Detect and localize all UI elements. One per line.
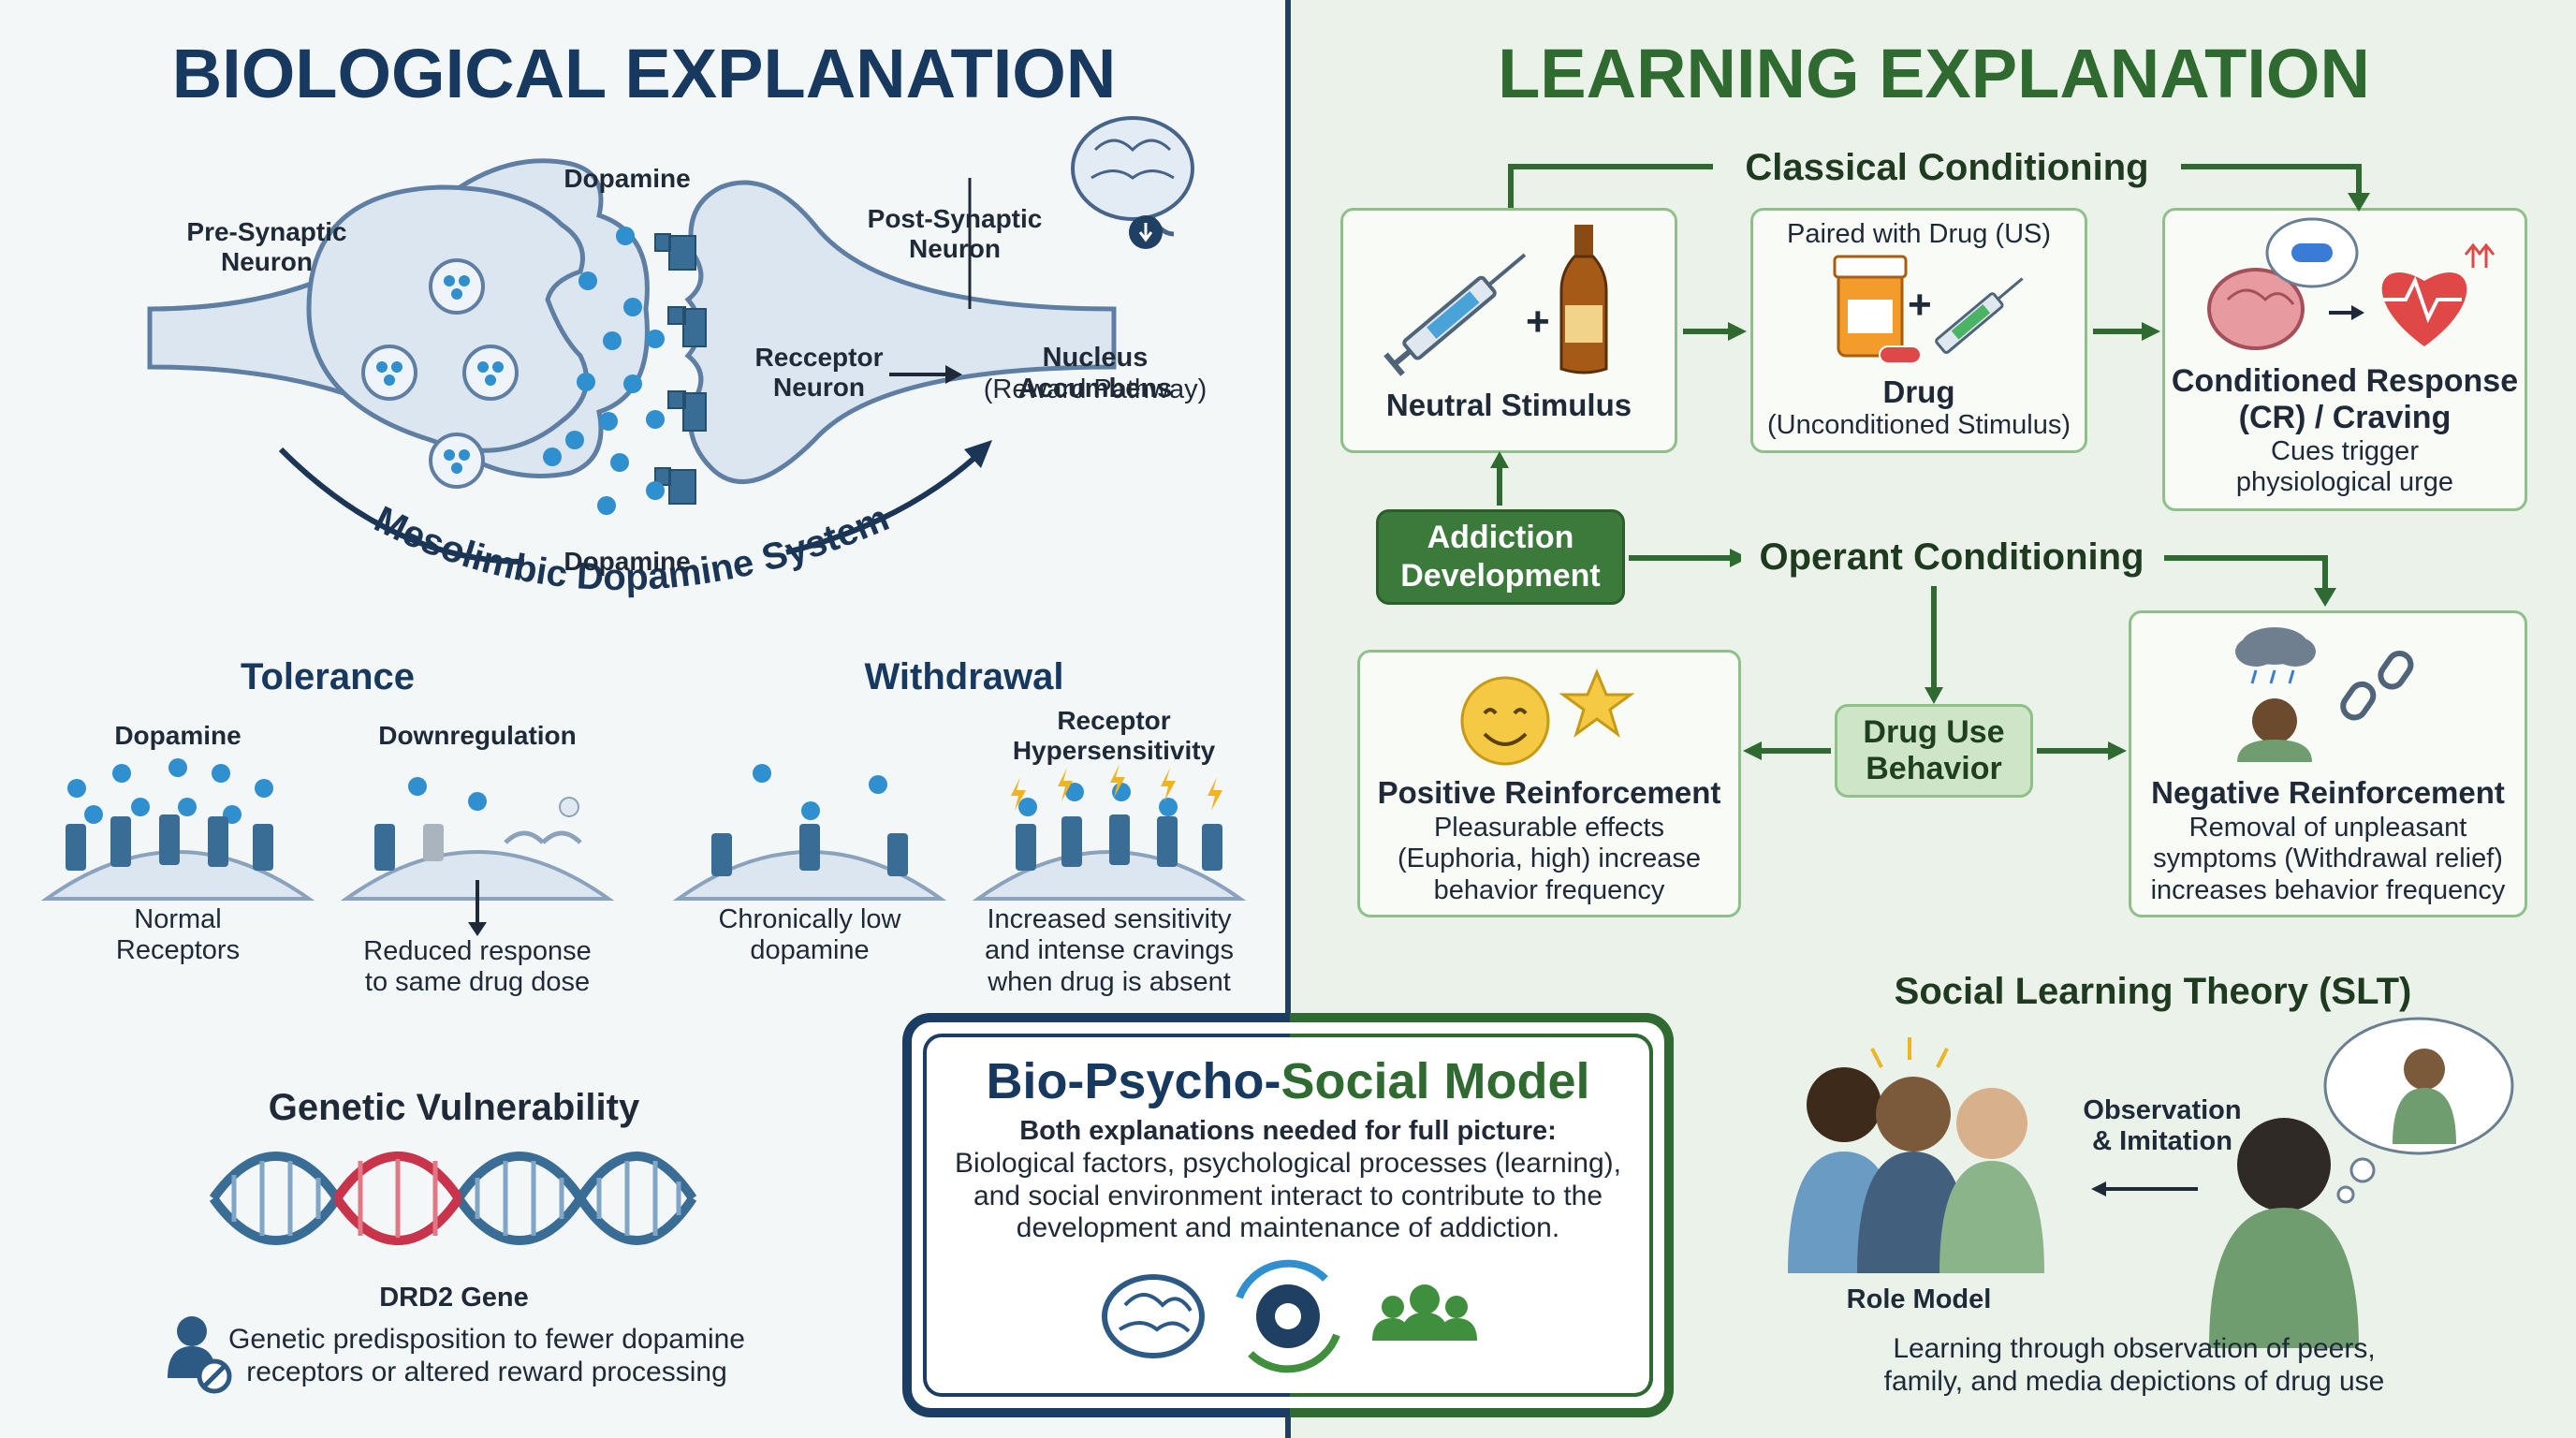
bio-psycho-social-subtitle: Both explanations needed for full pictur… (1019, 1116, 1557, 1146)
bio-psycho-social-box (902, 1013, 1674, 1417)
observer-icon (2209, 1017, 2514, 1348)
receptors (654, 233, 707, 505)
rain-cloud-icon (2235, 627, 2316, 684)
drug-label: Drug (1882, 374, 1955, 409)
neutral-stimulus-box (1340, 208, 1677, 453)
synapse-diagram: Mesolimbic Dopamine System (147, 116, 1194, 598)
negative-reinforcement-label: Negative Reinforcement (2151, 775, 2505, 810)
smiley-icon (1460, 676, 1550, 766)
neutral-stimulus-label: Neutral Stimulus (1385, 388, 1632, 422)
observation-imitation-label: Observation & Imitation (2083, 1095, 2242, 1157)
dopamine-top-label: Dopamine (564, 164, 691, 193)
slt-title: Social Learning Theory (SLT) (1894, 971, 2412, 1012)
downregulation-label: Downregulation (378, 721, 577, 750)
syringe-small-icon (1935, 277, 2024, 355)
dopamine-molecules (543, 227, 665, 515)
paired-with-drug-label: Paired with Drug (US) (1786, 219, 2052, 249)
svg-text:+: + (1908, 282, 1932, 328)
drug-use-behavior-node: Drug Use Behavior (1835, 704, 2033, 798)
reduced-response-caption: Reduced response to same drug dose (363, 936, 592, 998)
nucleus-accumbens-label: Nucleus Accumbens (1017, 343, 1173, 404)
syringe-icon (1383, 253, 1527, 376)
peer-group-icon (1788, 1037, 2044, 1273)
bio-psycho-social-body: Biological factors, psychological proces… (954, 1148, 1621, 1243)
pill-bottle-icon (1833, 255, 1922, 364)
sad-person-icon (2237, 698, 2312, 762)
brain-craving-icon (2207, 268, 2305, 350)
learning-title: LEARNING EXPLANATION (1498, 35, 2370, 112)
negative-reinforcement-desc: Removal of unpleasant symptoms (Withdraw… (2150, 813, 2506, 905)
positive-reinforcement-desc: Pleasurable effects (Euphoria, high) inc… (1397, 813, 1701, 905)
chronically-low-caption: Chronically low dopamine (718, 904, 901, 966)
genetic-title: Genetic Vulnerability (268, 1087, 640, 1128)
drd2-gene-label: DRD2 Gene (379, 1283, 529, 1313)
svg-text:+: + (1526, 299, 1550, 345)
dopamine-bottom-label: Dopamine (564, 547, 691, 576)
people-group-icon (1372, 1284, 1477, 1341)
bio-psycho-social-title: Bio-Psycho-Social Model (986, 1053, 1590, 1109)
slt-description: Learning through observation of peers, f… (1883, 1333, 2385, 1397)
beer-bottle-icon (1559, 225, 1608, 374)
brain-icon (1071, 116, 1194, 249)
reward-pathway-label: (Reward Pathway) (983, 374, 1208, 404)
operant-conditioning-title: Operant Conditioning (1741, 536, 2162, 579)
receptor-panels (40, 758, 1247, 936)
genetic-description: Genetic predisposition to fewer dopamine… (228, 1324, 745, 1387)
tolerance-dopamine-label: Dopamine (114, 721, 242, 750)
pre-synaptic-label: Pre-Synaptic Neuron (186, 217, 347, 277)
hypersensitivity-label: Receptor Hypersensitivity (1012, 706, 1216, 766)
conditioned-response-label: Conditioned Response (CR) / Craving (2171, 363, 2519, 436)
unconditioned-stimulus-label: (Unconditioned Stimulus) (1767, 410, 2071, 440)
broken-chain-icon (2340, 651, 2414, 721)
positive-reinforcement-label: Positive Reinforcement (1377, 775, 1721, 810)
increased-sensitivity-caption: Increased sensitivity and intense cravin… (985, 904, 1234, 997)
heart-rate-icon (2381, 242, 2496, 346)
role-model-label: Role Model (1846, 1284, 1992, 1314)
post-synaptic-label: Post-Synaptic Neuron (867, 204, 1043, 264)
cues-trigger-label: Cues trigger physiological urge (2235, 436, 2454, 498)
drug-us-box (1750, 208, 2087, 453)
thought-pill-icon (2265, 217, 2359, 288)
withdrawal-title: Withdrawal (864, 656, 1064, 697)
brain-outline-icon (1102, 1274, 1205, 1358)
star-icon (1559, 668, 1635, 738)
positive-reinforcement-box (1357, 650, 1741, 917)
receptor-neuron-label: Recceptor Neuron (754, 343, 884, 403)
addiction-development-node: Addiction Development (1376, 509, 1625, 605)
dna-icon (168, 1152, 697, 1394)
biological-title: BIOLOGICAL EXPLANATION (171, 35, 1117, 112)
panel-divider (1285, 0, 1291, 1438)
normal-receptors-caption: Normal Receptors (115, 904, 241, 966)
vesicles (361, 258, 519, 489)
negative-reinforcement-box (2129, 610, 2527, 917)
classical-conditioning-title: Classical Conditioning (1713, 146, 2181, 189)
tolerance-title: Tolerance (241, 656, 415, 697)
gear-cycle-icon (1236, 1259, 1340, 1373)
person-restricted-icon (168, 1316, 232, 1394)
